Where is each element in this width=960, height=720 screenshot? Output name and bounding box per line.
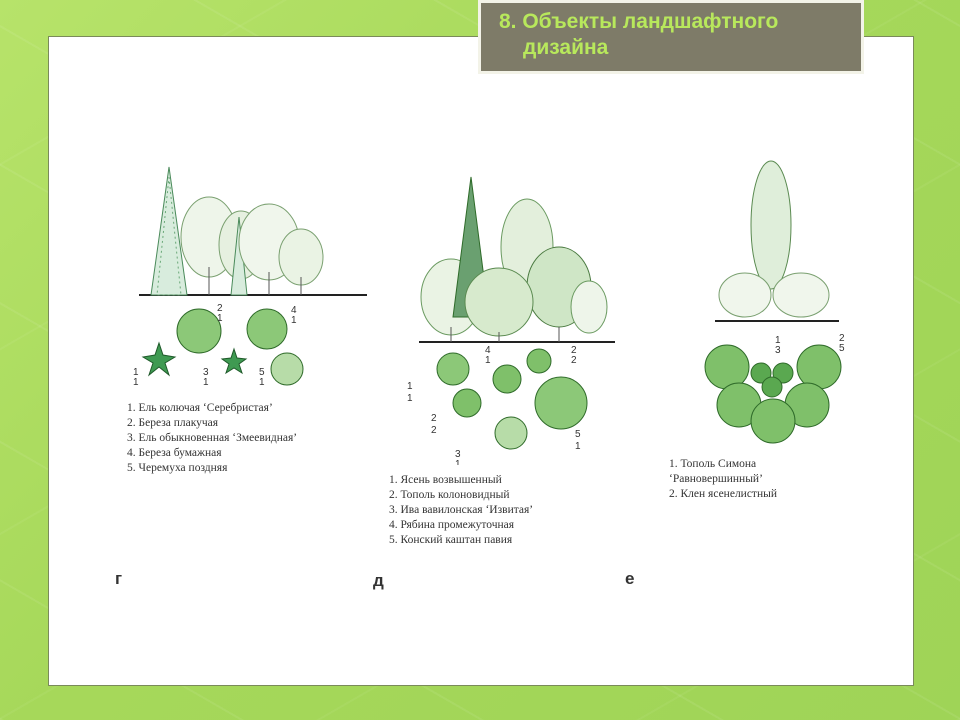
svg-text:1: 1 — [485, 355, 491, 366]
legend-item: 3. Ель обыкновенная ‘Змеевидная’ — [127, 432, 298, 444]
svg-text:1: 1 — [259, 377, 265, 388]
svg-text:5: 5 — [575, 429, 581, 440]
svg-text:2: 2 — [431, 425, 437, 436]
svg-text:3: 3 — [455, 449, 461, 460]
group-e-elevation — [715, 160, 839, 322]
svg-text:1: 1 — [575, 441, 581, 452]
svg-text:3: 3 — [775, 345, 781, 356]
legend-item: 1. Ель колючая ‘Серебристая’ — [127, 402, 273, 414]
group-g-letter: г — [115, 569, 123, 588]
legend-item: 3. Ива вавилонская ‘Извитая’ — [389, 504, 534, 516]
svg-text:3: 3 — [203, 367, 209, 378]
slide-title: 8. Объекты ландшафтного дизайна — [478, 0, 864, 74]
svg-text:2: 2 — [839, 333, 845, 344]
svg-text:1: 1 — [407, 393, 413, 404]
svg-text:4: 4 — [485, 345, 491, 356]
legend-item: 1. Тополь Симона — [669, 458, 757, 470]
legend-item: ‘Равновершинный’ — [669, 473, 763, 485]
spruce-symbol-2 — [220, 347, 248, 375]
legend-item: 2. Береза плакучая — [127, 417, 219, 429]
group-e-plan: 13 25 — [704, 333, 845, 444]
group-d-letter: д — [373, 571, 384, 590]
svg-text:1: 1 — [203, 377, 209, 388]
svg-text:1: 1 — [133, 377, 139, 388]
svg-text:5: 5 — [839, 343, 845, 354]
legend-item: 5. Черемуха поздняя — [127, 462, 228, 474]
legend-item: 2. Тополь колоновидный — [389, 489, 510, 501]
legend-item: 5. Конский каштан павия — [389, 534, 513, 546]
svg-text:1: 1 — [133, 367, 139, 378]
svg-text:1: 1 — [291, 315, 297, 326]
legend-item: 1. Ясень возвышенный — [389, 474, 502, 486]
group-e-legend: 1. Тополь Симона ‘Равновершинный’ 2. Кле… — [669, 457, 777, 502]
group-d-elevation — [419, 176, 615, 343]
svg-text:1: 1 — [217, 313, 223, 324]
group-d-legend: 1. Ясень возвышенный 2. Тополь колоновид… — [389, 473, 533, 548]
group-e-letter: е — [625, 569, 635, 588]
svg-text:1: 1 — [407, 381, 413, 392]
svg-text:1: 1 — [775, 335, 781, 346]
spruce-symbol-1 — [141, 341, 177, 377]
slide-title-line2: дизайна — [523, 36, 609, 59]
legend-item: 4. Береза бумажная — [127, 447, 222, 459]
svg-text:4: 4 — [291, 305, 297, 316]
group-g-elevation — [139, 166, 367, 296]
svg-text:1: 1 — [455, 459, 461, 465]
svg-text:2: 2 — [571, 345, 577, 356]
svg-text:2: 2 — [431, 413, 437, 424]
svg-text:5: 5 — [259, 367, 265, 378]
legend-item: 4. Рябина промежуточная — [389, 519, 515, 531]
group-d-plan: 41 22 11 22 51 31 — [407, 345, 588, 465]
svg-text:2: 2 — [217, 303, 223, 314]
group-g-plan: 21 41 11 31 51 — [133, 303, 304, 388]
group-g-legend: 1. Ель колючая ‘Серебристая’ 2. Береза п… — [127, 401, 297, 476]
slide-title-line1: 8. Объекты ландшафтного — [499, 10, 779, 33]
legend-item: 2. Клен ясенелистный — [669, 488, 777, 500]
svg-text:2: 2 — [571, 355, 577, 366]
